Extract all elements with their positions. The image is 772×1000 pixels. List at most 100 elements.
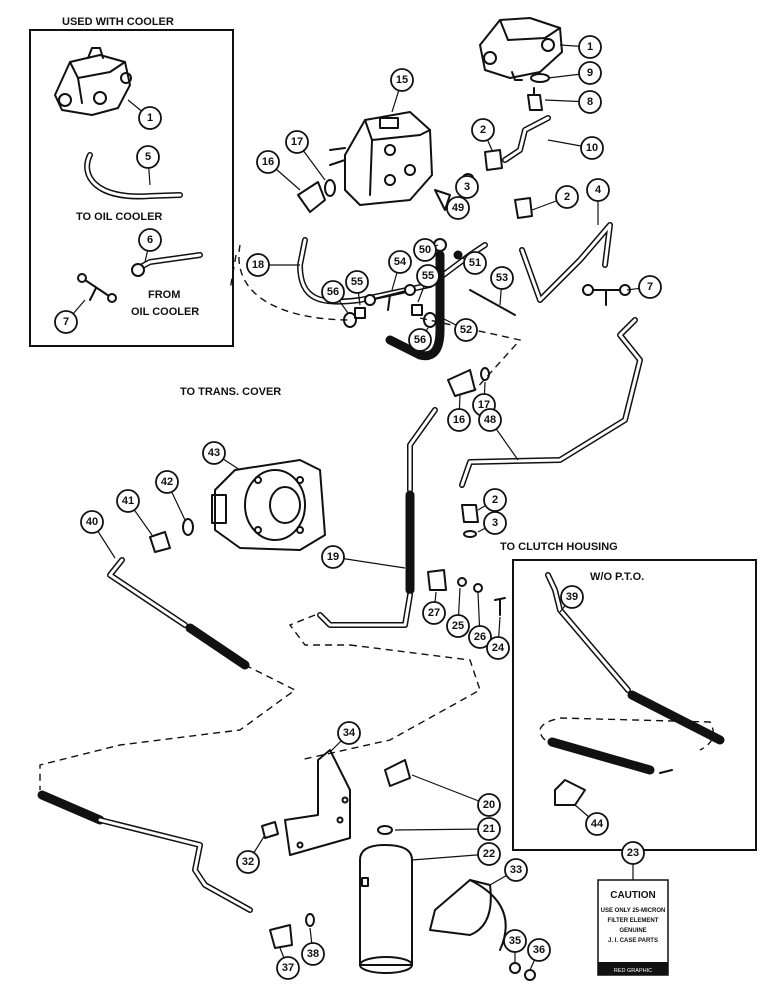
callout-circle <box>116 489 140 513</box>
fitting-8 <box>527 87 543 111</box>
callout-4: 4 <box>586 178 610 225</box>
callout-56: 56 <box>408 327 432 352</box>
nut-26 <box>473 583 483 593</box>
callout-circle <box>527 938 551 962</box>
callout-25: 25 <box>446 587 470 638</box>
callout-8: 8 <box>544 90 602 114</box>
callout-number: 19 <box>327 551 339 563</box>
o-ring-9 <box>530 73 550 83</box>
label-from: FROM <box>148 289 180 301</box>
callout-circle <box>455 175 479 199</box>
callout-circle <box>256 150 280 174</box>
callout-38: 38 <box>301 927 325 966</box>
callout-circle <box>202 441 226 465</box>
valve-body-top <box>479 17 563 81</box>
callout-number: 7 <box>63 316 69 328</box>
callout-1: 1 <box>127 99 162 130</box>
hose-40 <box>185 623 250 670</box>
bolt-24 <box>494 597 506 616</box>
callout-42: 42 <box>155 470 186 521</box>
o-ring-3b <box>463 530 477 538</box>
callout-circle <box>80 510 104 534</box>
clip-27 <box>427 569 447 591</box>
label-oil-cooler: OIL COOLER <box>131 306 199 318</box>
callout-number: 1 <box>587 41 593 53</box>
callout-circle <box>477 817 501 841</box>
callout-number: 40 <box>86 516 98 528</box>
label-wo-pto: W/O P.T.O. <box>590 571 644 583</box>
fitting-55a <box>354 307 366 319</box>
callout-number: 54 <box>394 256 407 268</box>
callout-number: 39 <box>566 591 578 603</box>
caution-line2: FILTER ELEMENT <box>608 918 659 924</box>
callout-36: 36 <box>527 938 551 971</box>
callout-circle <box>390 68 414 92</box>
inset-box-pto <box>512 559 757 851</box>
callout-number: 3 <box>464 181 470 193</box>
callout-circle <box>236 850 260 874</box>
callout-20: 20 <box>411 774 501 817</box>
callout-55: 55 <box>345 270 369 306</box>
callout-number: 56 <box>414 334 426 346</box>
callout-number: 17 <box>291 136 303 148</box>
callout-9: 9 <box>547 61 602 85</box>
callout-number: 17 <box>478 399 490 411</box>
callout-circle <box>285 130 309 154</box>
callout-number: 33 <box>510 864 522 876</box>
o-ring-17b <box>480 367 490 381</box>
clamp-33 <box>429 879 492 936</box>
callout-number: 7 <box>647 281 653 293</box>
callout-number: 44 <box>591 818 604 830</box>
washer-25 <box>457 577 467 587</box>
callout-33: 33 <box>489 858 528 886</box>
callout-27: 27 <box>422 591 446 625</box>
callout-circle <box>337 721 361 745</box>
callout-number: 20 <box>483 799 495 811</box>
tee-7b <box>587 289 626 306</box>
callout-37: 37 <box>276 947 300 980</box>
callout-circle <box>504 858 528 882</box>
valve-body-inset <box>54 47 132 116</box>
callout-circle <box>447 408 471 432</box>
nut-51 <box>453 250 463 260</box>
callout-circle <box>477 842 501 866</box>
callout-number: 8 <box>587 96 593 108</box>
bolt-32 <box>261 821 279 839</box>
callout-circle <box>136 145 160 169</box>
inset-wo-pto: W/O P.T.O. <box>512 559 757 851</box>
dashed-route-1 <box>238 244 522 391</box>
callout-17: 17 <box>285 130 326 181</box>
tube-40 <box>107 557 188 628</box>
callout-19: 19 <box>321 545 406 569</box>
callout-number: 36 <box>533 944 545 956</box>
o-ring-17 <box>324 179 336 197</box>
callout-number: 2 <box>492 494 498 506</box>
callout-10: 10 <box>547 136 604 160</box>
callout-number: 23 <box>627 847 639 859</box>
elbow-37 <box>269 924 293 949</box>
callout-number: 55 <box>351 276 363 288</box>
callout-22: 22 <box>411 842 501 866</box>
callout-circle <box>638 275 662 299</box>
callout-circle <box>54 310 78 334</box>
callout-number: 1 <box>147 112 153 124</box>
callout-circle <box>388 250 412 274</box>
callout-number: 16 <box>262 156 274 168</box>
label-to-clutch-housing: TO CLUTCH HOUSING <box>500 541 618 553</box>
bracket-34 <box>284 749 351 856</box>
callout-number: 2 <box>480 124 486 136</box>
caution-footer: RED GRAPHIC <box>614 968 652 974</box>
callout-circle <box>483 511 507 535</box>
callout-circle <box>463 251 487 275</box>
nut-56b <box>423 312 437 328</box>
clamp-44 <box>554 779 586 806</box>
o-ring-21 <box>377 825 393 835</box>
callout-number: 34 <box>343 727 356 739</box>
callout-32: 32 <box>236 834 266 874</box>
pump-43 <box>211 459 326 551</box>
callout-circle <box>560 585 584 609</box>
callout-41: 41 <box>116 489 153 536</box>
fitting-2b <box>514 197 533 219</box>
callout-6: 6 <box>138 228 162 263</box>
callout-24: 24 <box>486 616 510 660</box>
